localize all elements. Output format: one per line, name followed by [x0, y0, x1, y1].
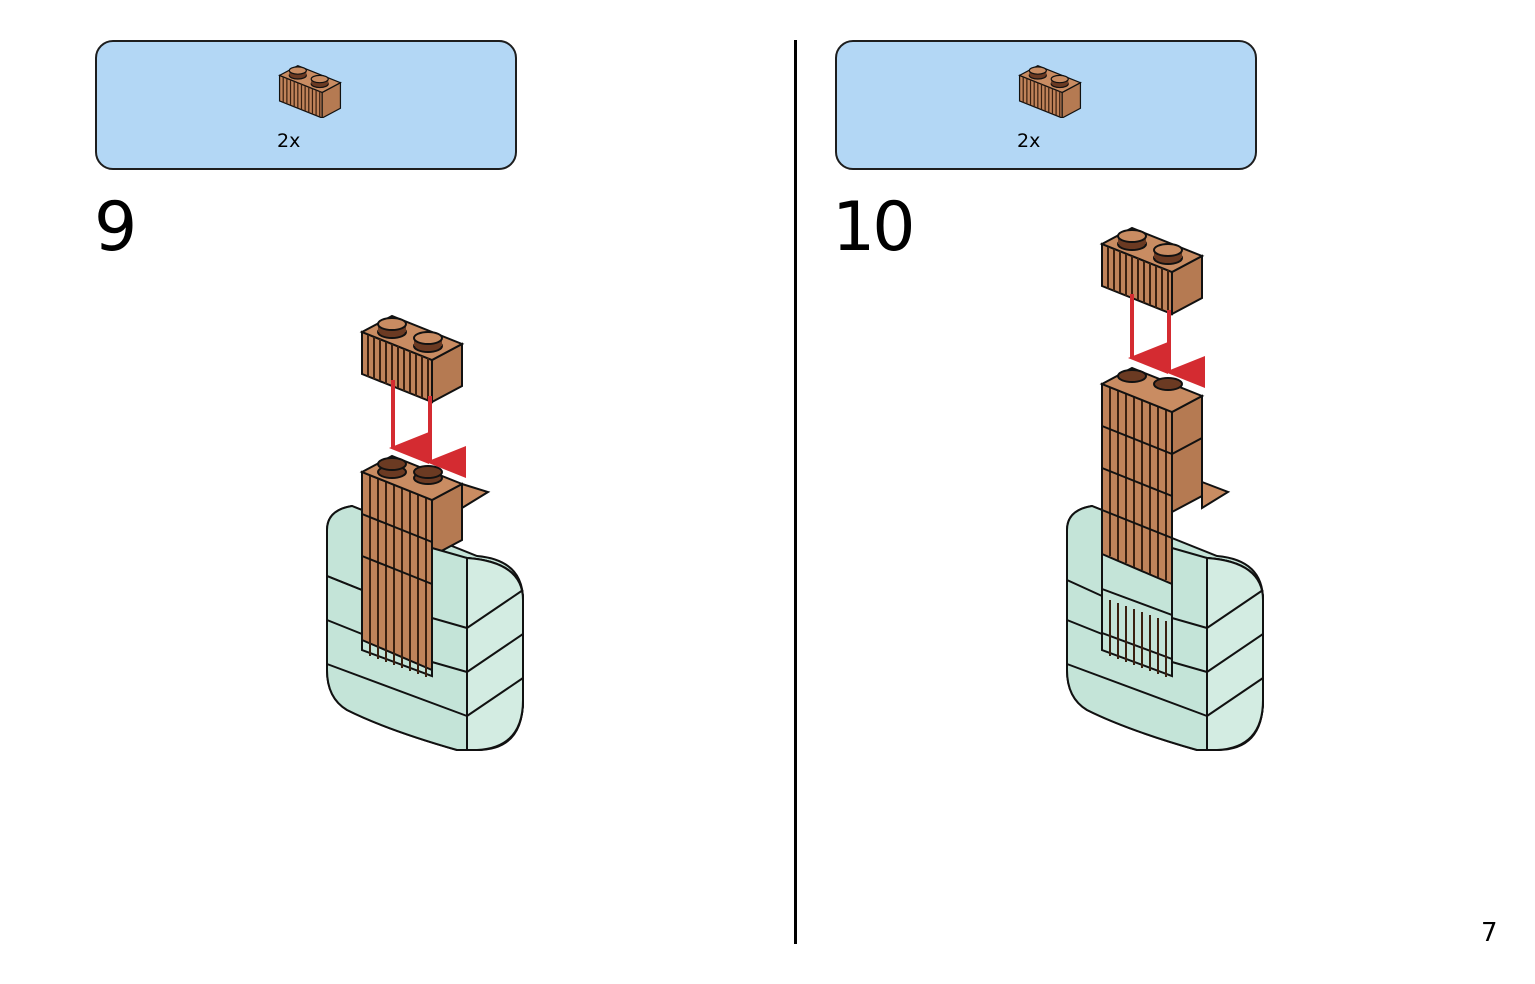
base-overlay: [1066, 504, 1264, 751]
step-number: 9: [94, 188, 138, 267]
step-number: 10: [832, 188, 916, 267]
parts-callout-box: 2x: [835, 40, 1257, 170]
part-quantity: 2x: [277, 130, 301, 152]
base-overlay: [326, 504, 524, 751]
step-10-illustration: [1066, 227, 1264, 751]
falling-brick: [361, 315, 463, 403]
page-divider: [794, 40, 797, 944]
part-quantity: 2x: [1017, 130, 1041, 152]
brick-column: [1099, 366, 1231, 586]
step-9: 2x 9: [0, 0, 760, 984]
page-number: 7: [1481, 918, 1498, 948]
step-9-illustration: [326, 315, 524, 751]
parts-callout-box: 2x: [95, 40, 517, 170]
falling-brick: [1101, 227, 1203, 315]
step-10: 2x 10: [740, 0, 1500, 984]
